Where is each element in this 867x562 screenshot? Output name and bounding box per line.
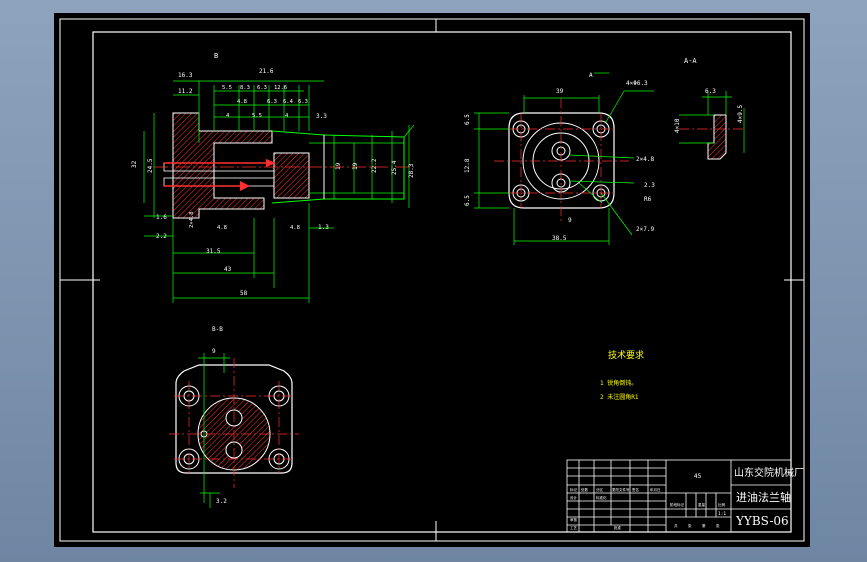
flange-hatch	[172, 112, 273, 219]
plan-dim-12-8: 12.8	[464, 158, 471, 173]
cad-viewport[interactable]: B 16.3 11.2 21.6 5.5 8.3 6.3 12.6 4.8 6.…	[54, 13, 810, 547]
dim-v-22-2: 22.2	[371, 158, 378, 173]
dim-43: 43	[224, 266, 232, 273]
svg-text:共: 共	[674, 523, 678, 528]
dim-v-19b: 19	[352, 162, 359, 170]
dim-21-6: 21.6	[259, 68, 274, 75]
drawing-number: YYBS-06	[735, 514, 789, 528]
dim-4-8a: 4.8	[237, 99, 247, 105]
bb-dim-lines	[198, 353, 230, 508]
plan-dim-6-5: 6.5	[464, 114, 471, 125]
dim-v-28-3: 28.3	[408, 163, 415, 178]
svg-text:第: 第	[702, 523, 706, 528]
inner-frame	[92, 31, 792, 533]
dim-4-8c: 4.8	[290, 225, 300, 231]
plan-dim-2-3: 2.3	[644, 182, 655, 189]
dim-3-3: 3.3	[316, 113, 327, 120]
dim-2-2: 2.2	[156, 233, 167, 240]
aa-dim-6-3: 6.3	[705, 88, 716, 95]
section-aa-view[interactable]: A-A 6.3 4×10 4×9.5	[674, 57, 745, 160]
plan-label-a: A	[589, 72, 593, 79]
svg-text:处数: 处数	[581, 487, 589, 492]
dim-6-3c: 6.3	[298, 99, 308, 105]
dim-11-2: 11.2	[178, 88, 193, 95]
dim-1-6: 1.6	[156, 214, 167, 221]
plan-dim-39: 39	[556, 88, 564, 95]
title-block[interactable]	[566, 459, 792, 533]
svg-text:分区: 分区	[596, 487, 604, 492]
dim-v-19: 19	[335, 162, 342, 170]
section-label-b: B	[214, 52, 218, 60]
bb-dim-9: 9	[212, 348, 216, 355]
front-dim-lines	[143, 80, 415, 303]
part-name: 进油法兰轴	[736, 490, 791, 504]
dim-6-3: 6.3	[257, 85, 267, 91]
tech-note-2: 2 未注圆角R1	[600, 393, 639, 401]
dim-v-24-5: 24.5	[147, 158, 154, 173]
svg-text:设计: 设计	[570, 495, 578, 500]
plan-dim-6-5b: 6.5	[464, 195, 471, 206]
svg-text:重量: 重量	[698, 502, 706, 507]
title-block-text: 标记 处数 分区 更改文件号 签名 年月日 设计 标准化 审核 工艺 批准 阶段…	[570, 466, 804, 530]
plan-dim-r6: R6	[644, 196, 652, 203]
dim-v-25-4: 25.4	[391, 160, 398, 175]
svg-text:比例: 比例	[718, 502, 726, 507]
plan-dim-2x7-9: 2×7.9	[636, 226, 654, 233]
dim-2x4-8: 2×4.8	[189, 211, 195, 228]
dim-6-4: 6.4	[283, 99, 294, 105]
dim-v-32: 32	[131, 160, 138, 168]
company-name: 山东交院机械厂	[734, 466, 804, 479]
plan-dim-4x6-3: 4×Φ6.3	[626, 80, 648, 87]
cad-drawing: B 16.3 11.2 21.6 5.5 8.3 6.3 12.6 4.8 6.…	[59, 18, 805, 542]
dim-5-5b: 5.5	[252, 113, 262, 119]
dim-31-5: 31.5	[206, 248, 221, 255]
dim-58: 58	[240, 290, 248, 297]
tech-note-1: 1 锐角倒钝。	[600, 379, 637, 387]
section-label-aa: A-A	[684, 57, 697, 65]
plan-dim-9: 9	[568, 217, 572, 224]
svg-text:张: 张	[688, 523, 692, 528]
plan-view[interactable]: A 39 4×Φ6.3 6.5 12.8 6.5 2×4.8 2.3 R6 2×…	[464, 72, 655, 245]
svg-text:审核: 审核	[570, 517, 578, 522]
section-label-bb: B-B	[212, 326, 223, 333]
front-section-view[interactable]: B 16.3 11.2 21.6 5.5 8.3 6.3 12.6 4.8 6.…	[131, 52, 415, 303]
svg-text:张: 张	[716, 523, 720, 528]
svg-text:年月日: 年月日	[650, 487, 661, 492]
shaft-hatch	[273, 152, 310, 199]
dim-6-3b: 6.3	[267, 99, 277, 105]
dim-12-6: 12.6	[274, 85, 287, 91]
plan-centerlines	[494, 98, 629, 223]
svg-text:工艺: 工艺	[570, 525, 578, 530]
dim-16-3: 16.3	[178, 72, 193, 79]
svg-text:标准化: 标准化	[596, 495, 607, 500]
aa-dim-lines	[679, 91, 745, 153]
dim-8-3: 8.3	[240, 85, 250, 91]
shaft-outline	[271, 130, 405, 204]
bb-flange-outline	[175, 364, 293, 474]
plan-dim-2x4-8: 2×4.8	[636, 156, 654, 163]
bb-dim-3-2: 3.2	[216, 498, 227, 505]
tech-notes-title: 技术要求	[608, 349, 644, 361]
dim-4a: 4	[226, 113, 230, 119]
plan-dim-38-5: 38.5	[552, 235, 567, 242]
material-value: 45	[694, 473, 702, 480]
svg-text:批准: 批准	[614, 525, 622, 530]
dim-4-8b: 4.8	[217, 225, 227, 231]
dim-4b: 4	[285, 113, 289, 119]
bb-centerlines	[169, 358, 299, 488]
aa-dim-4x10: 4×10	[674, 118, 681, 133]
plan-dim-lines	[474, 72, 654, 245]
scale-value: 1:1	[718, 511, 726, 517]
outer-frame	[59, 18, 805, 542]
dim-5-5a: 5.5	[222, 85, 232, 91]
aa-hatch	[707, 114, 727, 160]
svg-text:阶段标记: 阶段标记	[670, 502, 684, 507]
aa-dim-4x9-5: 4×9.5	[737, 105, 744, 123]
svg-text:更改文件号: 更改文件号	[612, 487, 630, 492]
svg-text:标记: 标记	[570, 487, 578, 492]
section-bb-view[interactable]: B-B 9 3.2	[169, 326, 299, 508]
svg-text:签名: 签名	[632, 487, 639, 492]
dim-1-3: 1.3	[318, 224, 329, 231]
tech-notes: 技术要求 1 锐角倒钝。 2 未注圆角R1	[600, 349, 644, 401]
